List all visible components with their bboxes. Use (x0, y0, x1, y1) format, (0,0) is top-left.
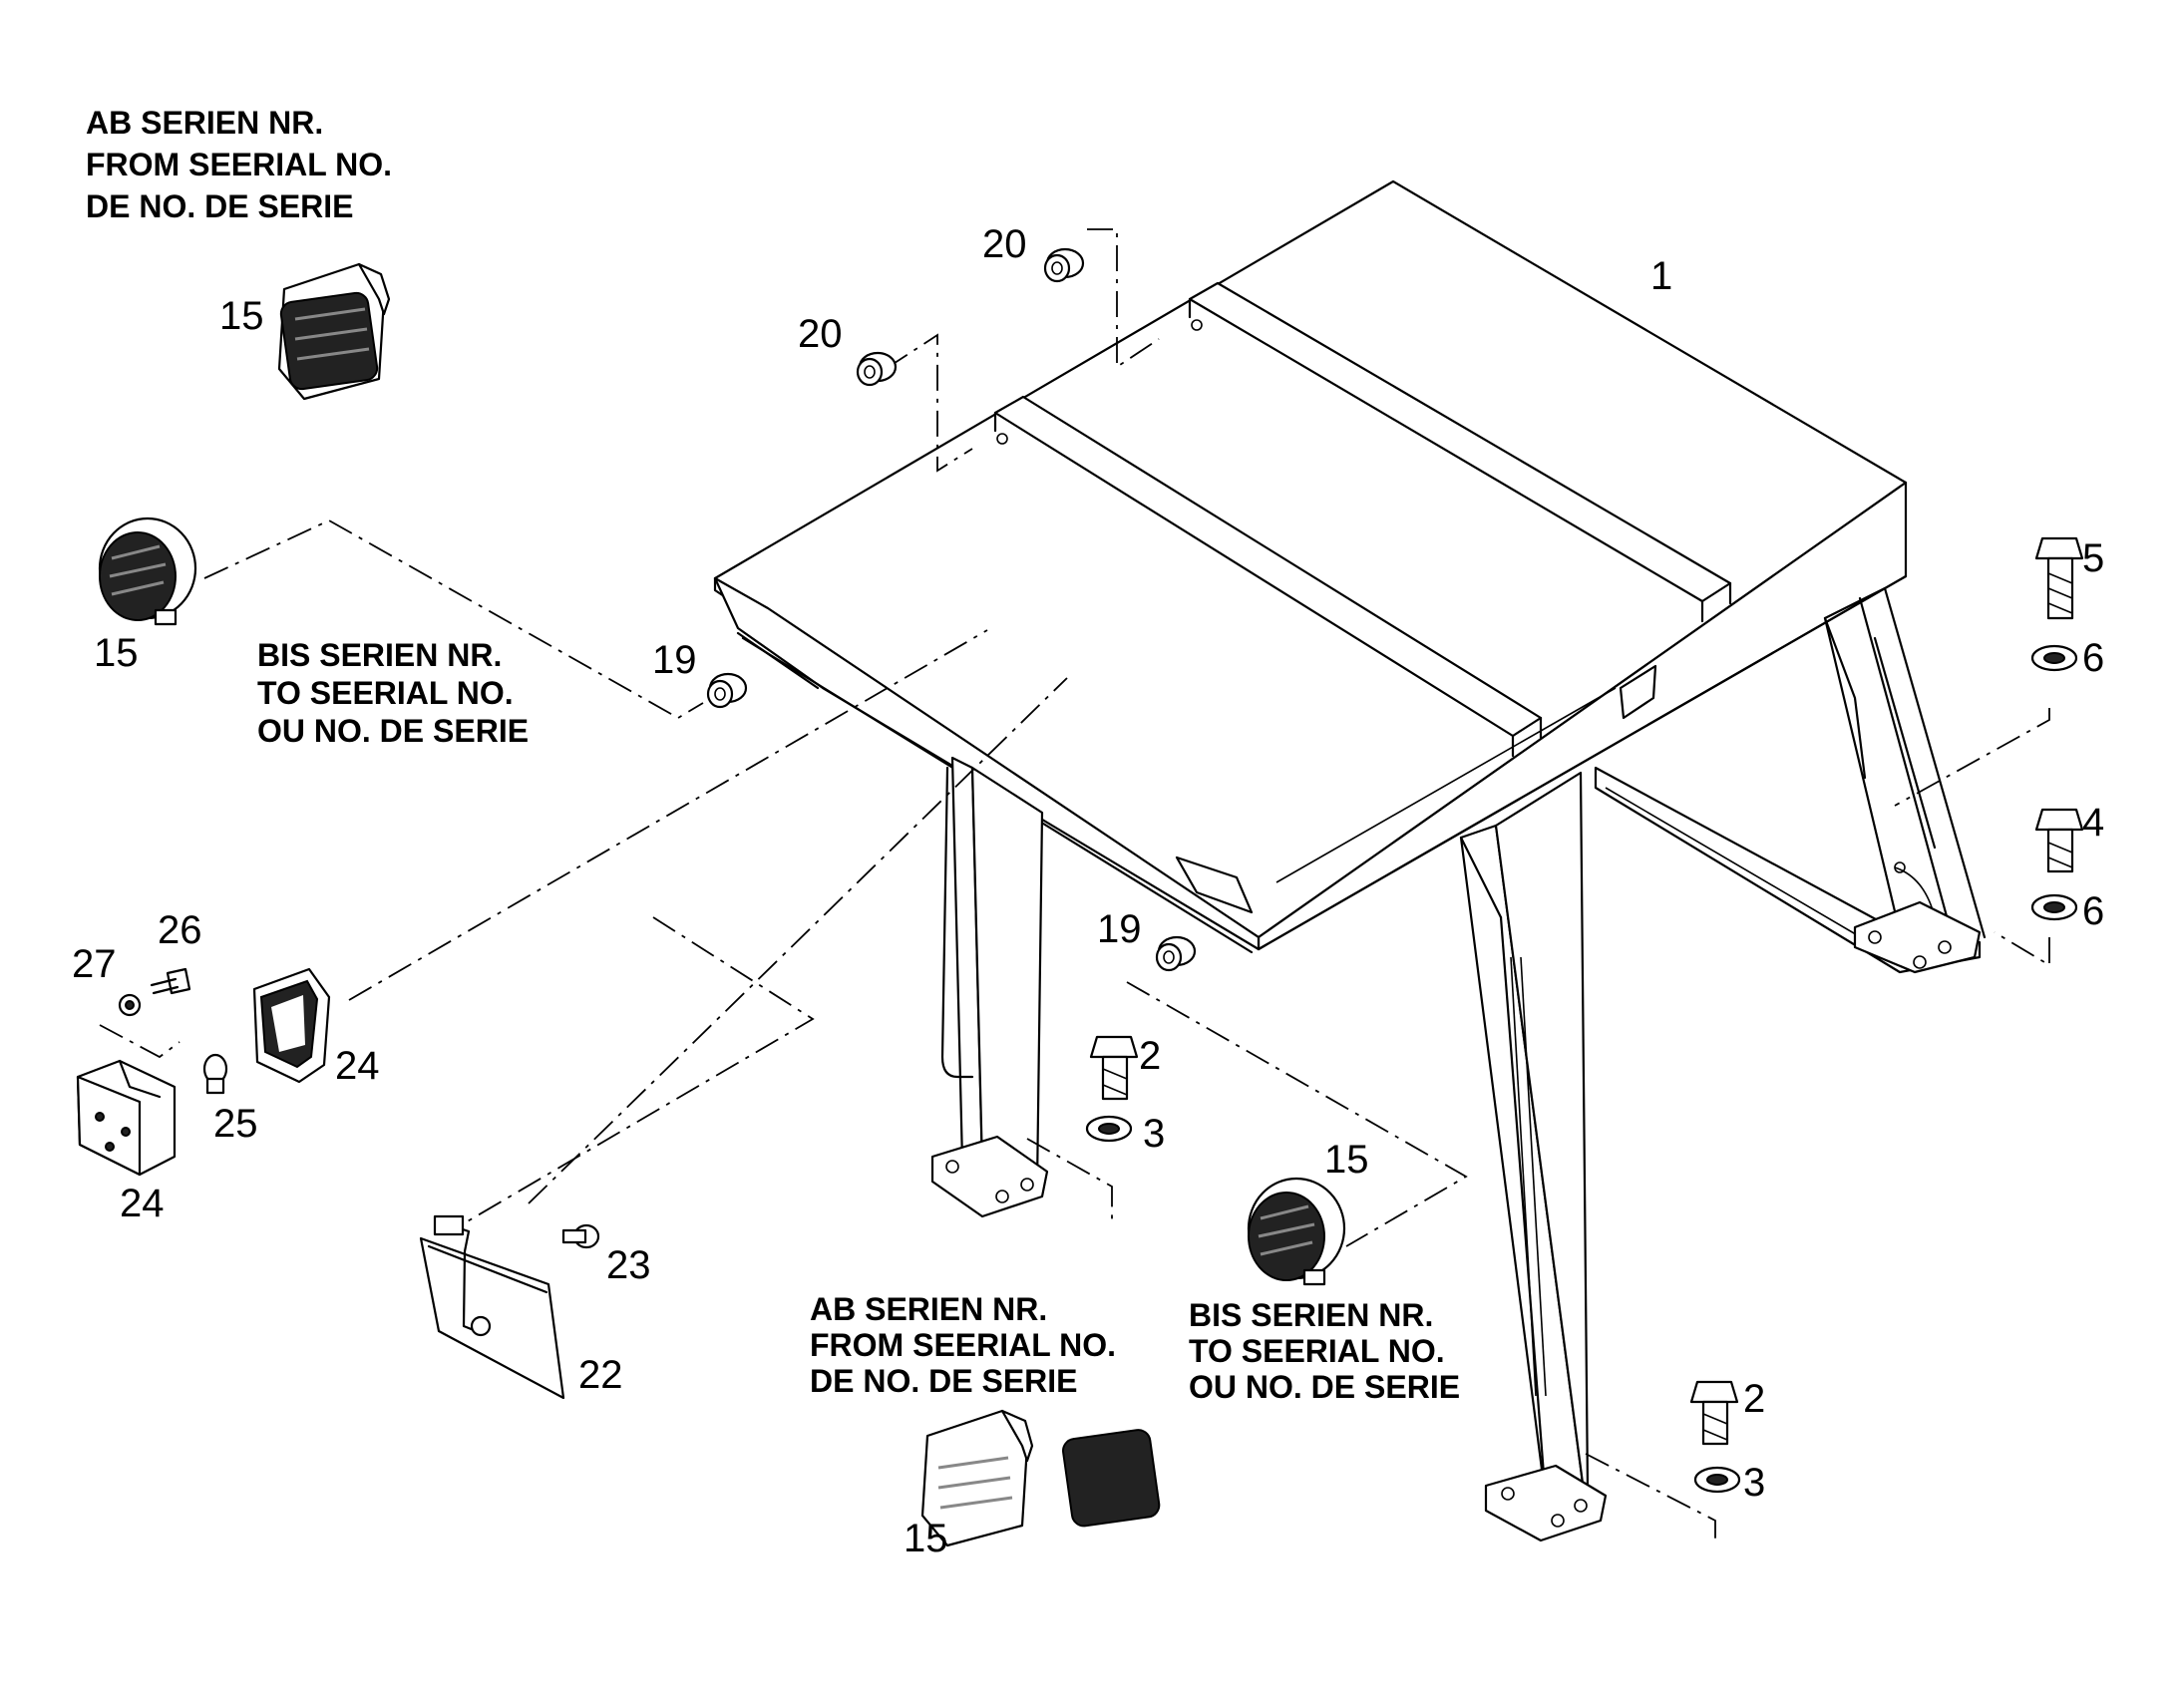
callout-6: 6 (2082, 636, 2104, 680)
note-line: DE NO. DE SERIE (810, 1363, 1078, 1399)
note-line: OU NO. DE SERIE (1189, 1369, 1460, 1405)
callout-27: 27 (72, 942, 117, 986)
note-top-left: AB SERIEN NR. FROM SEERIAL NO. DE NO. DE… (86, 105, 392, 224)
callout-3: 3 (1143, 1112, 1165, 1156)
note-bottom-right: BIS SERIEN NR. TO SEERIAL NO. OU NO. DE … (1189, 1297, 1460, 1405)
note-mid-left: BIS SERIEN NR. TO SEERIAL NO. OU NO. DE … (257, 637, 529, 749)
grommet-20-lower (856, 351, 898, 387)
callout-19: 19 (1097, 907, 1142, 951)
callout-15: 15 (219, 294, 264, 338)
callout-24: 24 (120, 1182, 165, 1225)
bulb-25 (202, 1053, 228, 1095)
callout-4: 4 (2082, 801, 2104, 845)
grommet-19-left (706, 672, 748, 709)
note-line: BIS SERIEN NR. (1189, 1297, 1433, 1333)
note-line: BIS SERIEN NR. (257, 637, 502, 673)
callout-15: 15 (1324, 1138, 1369, 1182)
leader-lines (99, 228, 2050, 1540)
lamp-housing-24 (252, 967, 331, 1084)
callout-19: 19 (652, 638, 697, 682)
washer-27 (118, 993, 142, 1017)
washer-3-lower (1693, 1466, 1741, 1494)
lamp-24 (76, 1059, 177, 1177)
callout-2: 2 (1743, 1377, 1765, 1421)
note-line: TO SEERIAL NO. (257, 675, 514, 711)
callout-25: 25 (213, 1102, 258, 1146)
note-line: AB SERIEN NR. (86, 105, 323, 141)
note-line: OU NO. DE SERIE (257, 713, 529, 749)
callout-24: 24 (335, 1044, 380, 1088)
grommet-20-upper (1043, 247, 1085, 283)
screw-26 (150, 967, 191, 995)
callout-22: 22 (578, 1353, 623, 1397)
callout-5: 5 (2082, 536, 2104, 580)
grommet-19-right (1155, 935, 1197, 972)
callout-6: 6 (2082, 889, 2104, 933)
callout-20: 20 (798, 312, 843, 356)
washer-3-upper (1085, 1115, 1133, 1143)
callout-1: 1 (1650, 254, 1672, 298)
note-line: FROM SEERIAL NO. (810, 1327, 1116, 1363)
washer-6-lower (2030, 893, 2078, 921)
note-line: TO SEERIAL NO. (1189, 1333, 1445, 1369)
bolt-2-upper (1089, 1035, 1139, 1101)
callout-15: 15 (94, 631, 139, 675)
callout-26: 26 (158, 908, 202, 952)
callout-20: 20 (982, 222, 1027, 266)
bolt-2-lower (1689, 1380, 1739, 1446)
lamp-15-round-right (1247, 1177, 1346, 1286)
lamp-15-square-top (277, 262, 391, 401)
callout-3: 3 (1743, 1461, 1765, 1505)
lamp-15-square-bottom (920, 1409, 1161, 1547)
note-line: FROM SEERIAL NO. (86, 147, 392, 182)
canopy-legs (930, 586, 1987, 1542)
note-line: AB SERIEN NR. (810, 1291, 1047, 1327)
note-bottom-center: AB SERIEN NR. FROM SEERIAL NO. DE NO. DE… (810, 1291, 1116, 1399)
callout-2: 2 (1139, 1034, 1161, 1078)
canopy-roof (713, 179, 1908, 954)
note-line: DE NO. DE SERIE (86, 188, 354, 224)
screw-23 (561, 1223, 600, 1249)
mirror-22 (419, 1214, 565, 1400)
washer-6-upper (2030, 644, 2078, 672)
callout-23: 23 (606, 1243, 651, 1287)
bolt-4 (2034, 808, 2084, 873)
callout-15: 15 (904, 1517, 948, 1560)
bolt-5 (2034, 536, 2084, 620)
callout-numbers: 1 20 20 15 15 19 19 5 6 4 6 26 27 24 25 … (72, 222, 2104, 1560)
lamp-15-round-left (98, 516, 197, 626)
